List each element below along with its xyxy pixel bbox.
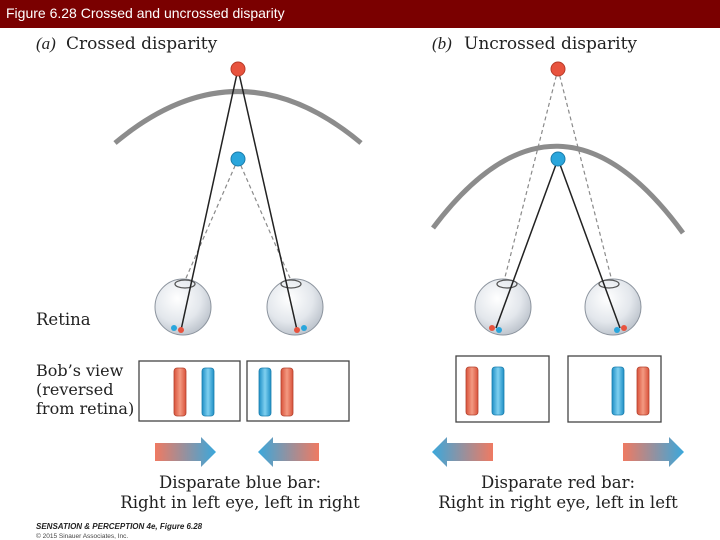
sightline-dashed-left-b <box>502 68 559 286</box>
red-bar <box>636 366 650 416</box>
blue-bar <box>491 366 505 416</box>
horopter-arc-a <box>113 89 363 145</box>
panel-a-title: Crossed disparity <box>66 34 218 54</box>
sightline-solid-right-b <box>557 158 621 329</box>
footer-copyright: © 2015 Sinauer Associates, Inc. <box>36 532 128 540</box>
horopter-arc-b <box>431 143 686 235</box>
right-eye-a <box>266 278 324 336</box>
retina-label: Retina <box>36 310 91 329</box>
bobs-view-label-line2: (reversed <box>36 380 113 399</box>
bobs-view-label-line3: from retina) <box>36 399 134 418</box>
footer-book: SENSATION & PERCEPTION 4e, Figure 6.28 <box>36 522 203 531</box>
sightline-solid-left-a <box>180 68 239 331</box>
left-lens-b <box>496 279 518 289</box>
panel-b-title: Uncrossed disparity <box>464 34 637 54</box>
caption-b-line1: Disparate red bar: <box>481 473 635 492</box>
right-lens-a <box>280 279 302 289</box>
red-point-b <box>550 61 566 77</box>
sightline-dashed-left-a <box>182 158 239 286</box>
retina-red-dot-right-a <box>294 327 300 333</box>
retina-blue-dot-left-b <box>496 327 502 333</box>
red-bar <box>173 367 187 417</box>
caption-a-line1: Disparate blue bar: <box>159 473 321 492</box>
retina-blue-dot-right-a <box>301 325 307 331</box>
retina-blue-dot-right-b <box>614 327 620 333</box>
figure-title: Figure 6.28 Crossed and uncrossed dispar… <box>6 5 285 21</box>
sightline-dashed-right-b <box>557 68 614 286</box>
bobs-view-label-line1: Bob’s view <box>36 361 124 380</box>
caption-b-line2: Right in right eye, left in left <box>438 493 678 512</box>
arrow-left-b <box>432 437 493 467</box>
retina-red-dot-left-a <box>178 327 184 333</box>
red-point-a <box>230 61 246 77</box>
retina-blue-dot-left-a <box>171 325 177 331</box>
panel-b: (b) Uncrossed disparity <box>431 34 686 512</box>
bobs-view-left-box-a <box>138 360 241 422</box>
blue-bar <box>201 367 215 417</box>
left-eye-a <box>154 278 212 336</box>
right-lens-b <box>598 279 620 289</box>
sightline-solid-right-a <box>237 68 298 331</box>
arrow-left-a <box>258 437 319 467</box>
blue-point-b <box>550 151 566 167</box>
panel-a-letter: (a) <box>36 34 56 53</box>
panel-b-letter: (b) <box>432 34 452 53</box>
retina-red-dot-left-b <box>489 325 495 331</box>
title-bar: Figure 6.28 Crossed and uncrossed dispar… <box>0 0 720 28</box>
blue-bar <box>258 367 272 417</box>
arrow-right-b <box>623 437 684 467</box>
panel-a: (a) Crossed disparity D <box>36 34 363 512</box>
arrow-right-a <box>155 437 216 467</box>
sightline-dashed-right-a <box>237 158 294 286</box>
caption-a-line2: Right in left eye, left in right <box>120 493 360 512</box>
blue-point-a <box>230 151 246 167</box>
sightline-solid-left-b <box>495 158 559 329</box>
red-bar <box>280 367 294 417</box>
blue-bar <box>611 366 625 416</box>
retina-red-dot-right-b <box>621 325 627 331</box>
left-lens-a <box>174 279 196 289</box>
red-bar <box>465 366 479 416</box>
